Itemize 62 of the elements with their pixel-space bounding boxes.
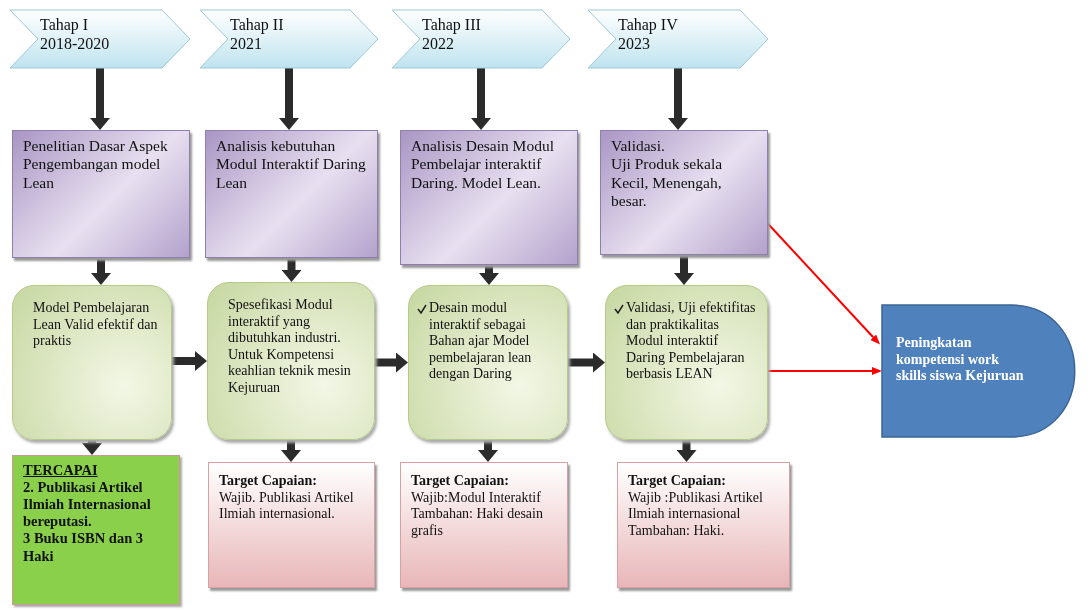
stage-box bbox=[205, 130, 378, 258]
arrow bbox=[90, 68, 110, 130]
target-box bbox=[617, 462, 790, 588]
box-text: 3 Buku ISBN dan 3 Haki bbox=[23, 530, 145, 565]
box-text: Peningkatan kompetensi work skills siswa Kejuruan bbox=[896, 335, 1025, 385]
year-label: 2022 bbox=[422, 34, 454, 54]
arrow bbox=[172, 351, 207, 371]
stage-title: Tahap II bbox=[230, 16, 284, 35]
arrow bbox=[568, 352, 605, 373]
arrow bbox=[676, 440, 697, 462]
stage-title: Tahap IV bbox=[618, 16, 678, 35]
box-text: Validasi, Uji efektifitas dan praktikalitas Modul interaktif Daring Pembelajaran berbasis LEAN bbox=[626, 300, 757, 383]
chevron-step bbox=[392, 10, 570, 68]
box-heading: Target Capaian: bbox=[219, 473, 317, 490]
arrow bbox=[281, 440, 301, 462]
box-heading: Target Capaian: bbox=[411, 473, 509, 490]
arrow bbox=[281, 258, 302, 282]
stage-box bbox=[12, 130, 190, 258]
arrow bbox=[471, 68, 491, 130]
box-heading: TERCAPAI bbox=[23, 462, 98, 480]
arrow bbox=[375, 352, 408, 373]
box-text: Penelitian Dasar Aspek Pengembangan model Lean bbox=[23, 137, 169, 192]
target-box bbox=[208, 462, 375, 588]
box-text: Wajib :Publikasi Artikel Ilmiah internasional bbox=[628, 489, 764, 523]
year-label: 2021 bbox=[230, 34, 262, 54]
arrow bbox=[674, 255, 694, 285]
box-text: Desain modul interaktif sebagai Bahan ajar Model pembelajaran lean dengan Daring bbox=[429, 300, 533, 383]
arrow bbox=[91, 258, 111, 285]
achievement-box bbox=[12, 455, 180, 605]
box-text: Tambahan: Haki desain grafis bbox=[411, 506, 544, 540]
arrow bbox=[478, 440, 498, 462]
chevron-step bbox=[10, 10, 190, 68]
stage-title: Tahap III bbox=[422, 16, 481, 35]
box-text: Spesefikasi Modul interaktif yang dibutuhkan industri. Untuk Kompetensi keahlian teknik mesin Kejuruan bbox=[228, 297, 352, 397]
arrow bbox=[479, 265, 499, 285]
box-text: Model Pembelajaran Lean Valid efektif dan praktis bbox=[33, 300, 159, 350]
output-box bbox=[207, 282, 375, 440]
box-text: Validasi. bbox=[611, 137, 665, 156]
box-text: Analisis Desain Modul Pembelajar interaktif Daring. Model Lean. bbox=[411, 137, 555, 192]
arrow bbox=[767, 367, 882, 375]
output-box bbox=[12, 285, 172, 440]
box-text: Analisis kebutuhan Modul Interaktif Daring Lean bbox=[216, 137, 367, 192]
arrow bbox=[668, 68, 688, 130]
target-box bbox=[400, 462, 568, 588]
box-text: Wajib:Modul Interaktif bbox=[411, 489, 541, 507]
arrow bbox=[767, 222, 880, 345]
box-heading: Target Capaian: bbox=[628, 473, 726, 490]
output-box bbox=[408, 285, 568, 440]
year-label: 2018-2020 bbox=[40, 34, 110, 54]
box-text: Wajib. Publikasi Artikel Ilmiah internasional. bbox=[219, 489, 355, 523]
stage-box bbox=[600, 130, 768, 255]
box-text: 2. Publikasi Artikel Ilmiah Internasional bereputasi. bbox=[23, 479, 152, 531]
chevron-step bbox=[200, 10, 378, 68]
output-box bbox=[605, 285, 768, 440]
box-text: Tambahan: Haki. bbox=[628, 522, 725, 540]
stage-box bbox=[400, 130, 578, 265]
year-label: 2023 bbox=[618, 34, 650, 54]
arrow bbox=[82, 440, 102, 455]
chevron-step bbox=[588, 10, 768, 68]
box-text: Uji Produk sekala Kecil, Menengah, besar. bbox=[611, 155, 724, 211]
arrow bbox=[279, 68, 299, 130]
stage-title: Tahap I bbox=[40, 16, 89, 35]
